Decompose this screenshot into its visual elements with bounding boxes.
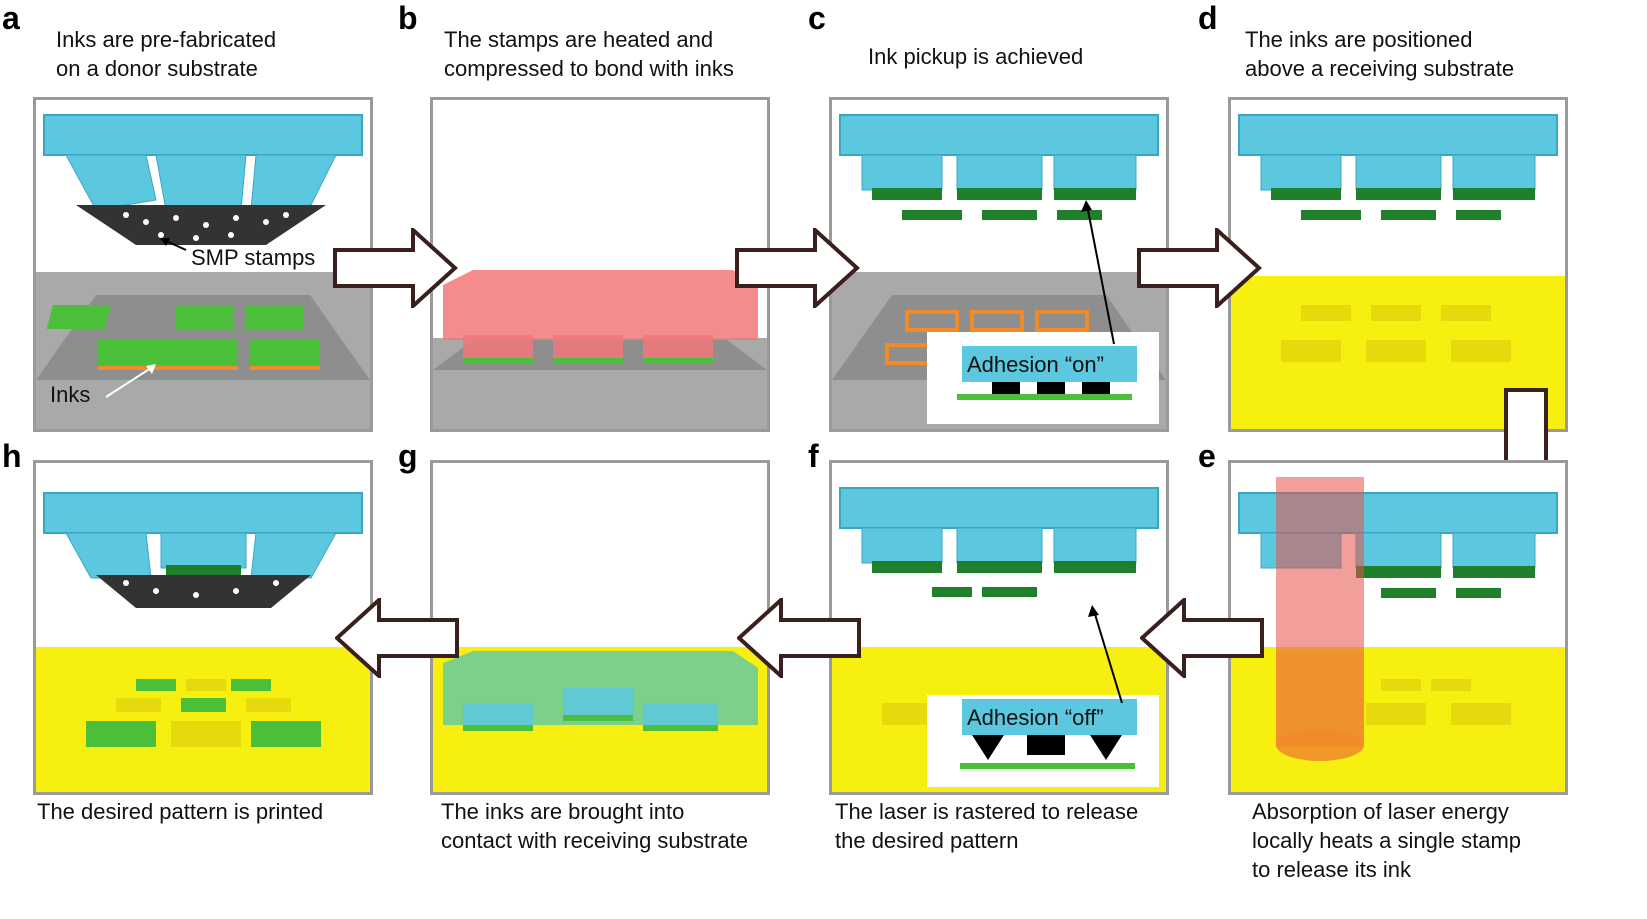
arrow-left-f-to-g [737,598,861,678]
panel-letter-g: g [398,438,418,474]
adhesion-on-label: Adhesion “on” [967,352,1104,377]
panel-c-ink-pickup: Adhesion “on” [829,97,1169,432]
panel-d-positioned-above-receiver [1228,97,1568,432]
caption-e: Absorption of laser energy locally heats… [1252,799,1522,882]
panel-e-laser-heating [1228,460,1568,795]
panel-f-laser-rastered: Adhesion “off” [829,460,1169,795]
panel-letter-b: b [398,0,418,36]
caption-f: The laser is rastered to release the des… [835,799,1139,853]
arrow-left-e-to-f [1140,598,1264,678]
panel-letter-d: d [1198,0,1218,36]
adhesion-off-label: Adhesion “off” [967,705,1104,730]
caption-g: The inks are brought into contact with r… [441,799,748,853]
panel-a-donor-substrate: SMP stamps Inks [33,97,373,432]
arrow-left-g-to-h [335,598,459,678]
panel-letter-c: c [808,0,826,36]
caption-h: The desired pattern is printed [37,799,324,824]
caption-b: The stamps are heated and compressed to … [444,27,734,81]
caption-a: Inks are pre-fabricated on a donor subst… [56,27,277,81]
arrow-right-c-to-d [1137,228,1262,308]
inks-label: Inks [50,382,90,407]
panel-letter-f: f [808,438,819,474]
arrow-right-b-to-c [735,228,860,308]
panel-g-contact-receiver [430,460,770,795]
panel-h-printed-pattern [33,460,373,795]
panel-b-heated-stamps [430,97,770,432]
caption-c: Ink pickup is achieved [868,44,1084,69]
panel-letter-e: e [1198,438,1216,474]
panel-letter-a: a [2,0,20,36]
panel-letter-h: h [2,438,22,474]
smp-stamps-label: SMP stamps [191,245,315,270]
caption-d: The inks are positioned above a receivin… [1245,27,1515,81]
arrow-right-a-to-b [333,228,458,308]
